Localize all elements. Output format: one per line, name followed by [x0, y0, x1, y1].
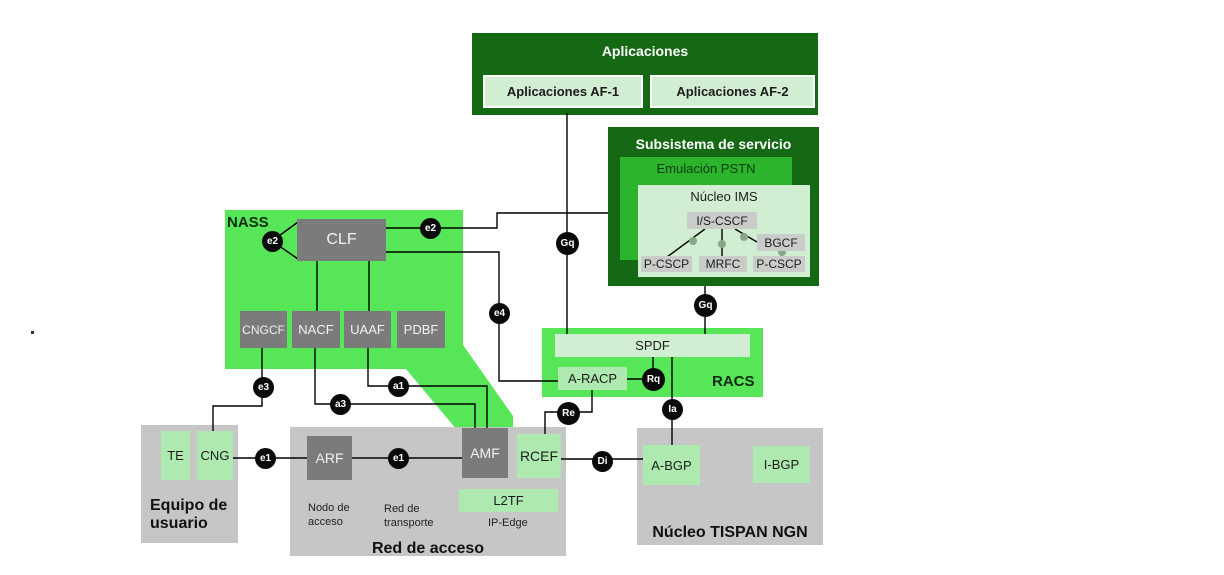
node-ibgp: I-BGP	[753, 446, 810, 483]
node-cng: CNG	[197, 431, 233, 480]
badge-e3: e3	[253, 377, 274, 398]
badge-gq-right: Gq	[694, 294, 717, 317]
node-uaaf: UAAF	[344, 311, 391, 348]
node-te: TE	[161, 431, 190, 480]
node-aracp: A-RACP	[558, 367, 627, 390]
nass-title: NASS	[227, 214, 269, 231]
node-iscscf: I/S-CSCF	[687, 212, 757, 229]
access-node-label: Nodo de acceso	[308, 502, 350, 528]
line-clf-nacf-uaaf	[316, 261, 370, 311]
transport-network-label: Red de transporte	[384, 503, 434, 529]
node-af1: Aplicaciones AF-1	[483, 75, 643, 108]
node-af2: Aplicaciones AF-2	[650, 75, 815, 108]
badge-e1-mid: e1	[388, 448, 409, 469]
node-bgcf: BGCF	[757, 234, 805, 251]
applications-title: Aplicaciones	[601, 43, 689, 59]
node-rcef: RCEF	[517, 434, 561, 478]
badge-di: Di	[592, 451, 613, 472]
user-equipment-title: Equipo de usuario	[150, 497, 228, 533]
node-clf: CLF	[297, 219, 386, 261]
node-mrfc: MRFC	[699, 256, 747, 272]
node-l2tf: L2TF	[459, 489, 558, 512]
node-pdbf: PDBF	[397, 311, 445, 348]
badge-a3: a3	[330, 394, 351, 415]
node-arf: ARF	[307, 436, 352, 480]
node-amf: AMF	[462, 428, 508, 478]
node-pcscp-2: P-CSCP	[753, 256, 805, 272]
stray-dot	[31, 331, 34, 334]
ims-core-title: Núcleo IMS	[690, 189, 758, 204]
badge-re: Re	[557, 402, 580, 425]
ngn-core-title: Núcleo TISPAN NGN	[652, 524, 808, 541]
badge-rq: Rq	[642, 368, 665, 391]
node-cngcf: CNGCF	[240, 311, 287, 348]
badge-a1: a1	[388, 376, 409, 397]
node-pcscp-1: P-CSCP	[641, 256, 692, 272]
access-network-title: Red de acceso	[371, 540, 485, 557]
ip-edge-label: IP-Edge	[488, 517, 528, 529]
badge-e4: e4	[489, 303, 510, 324]
line-uaaf-amf	[367, 348, 488, 428]
badge-e1-left: e1	[255, 448, 276, 469]
badge-e2-left: e2	[262, 231, 283, 252]
pstn-emulation-label: Emulación PSTN	[656, 161, 756, 176]
badge-gq-top: Gq	[556, 232, 579, 255]
service-subsystem-title: Subsistema de servicio	[635, 136, 792, 152]
node-nacf: NACF	[292, 311, 340, 348]
node-spdf: SPDF	[555, 334, 750, 357]
badge-e2-right: e2	[420, 218, 441, 239]
badge-ia: Ia	[662, 399, 683, 420]
node-abgp: A-BGP	[643, 445, 700, 485]
racs-title: RACS	[712, 373, 755, 390]
